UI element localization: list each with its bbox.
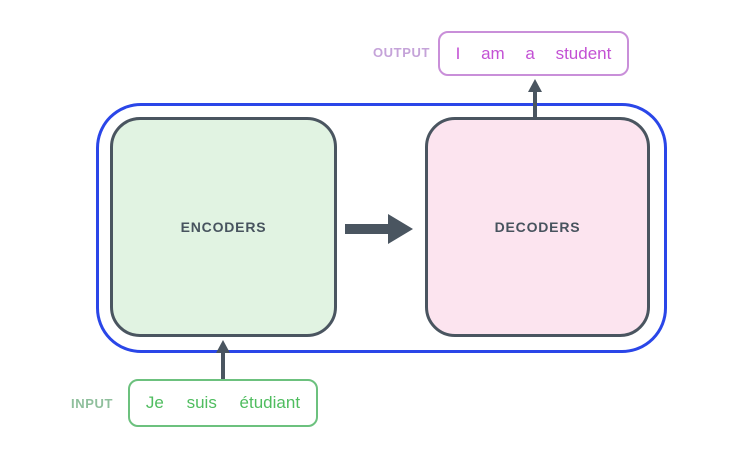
input-token-box: Je suis étudiant bbox=[128, 379, 318, 427]
arrow-up-icon bbox=[216, 340, 230, 353]
decoders-label: DECODERS bbox=[494, 219, 581, 235]
encoder-to-decoder-arrow-shaft bbox=[345, 224, 389, 234]
output-text: I am a student bbox=[455, 43, 612, 63]
input-text: Je suis étudiant bbox=[145, 393, 301, 412]
encoders-label: ENCODERS bbox=[180, 219, 267, 235]
decoders-block: DECODERS bbox=[425, 117, 650, 337]
input-to-encoder-arrow-shaft bbox=[221, 352, 225, 380]
arrow-up-icon bbox=[528, 79, 542, 92]
output-label: OUTPUT bbox=[372, 45, 430, 60]
encoders-block: ENCODERS bbox=[110, 117, 337, 337]
arrow-right-icon bbox=[388, 214, 413, 244]
decoder-to-output-arrow-shaft bbox=[533, 91, 537, 118]
output-token-box: I am a student bbox=[438, 31, 629, 76]
input-label: INPUT bbox=[71, 396, 113, 411]
